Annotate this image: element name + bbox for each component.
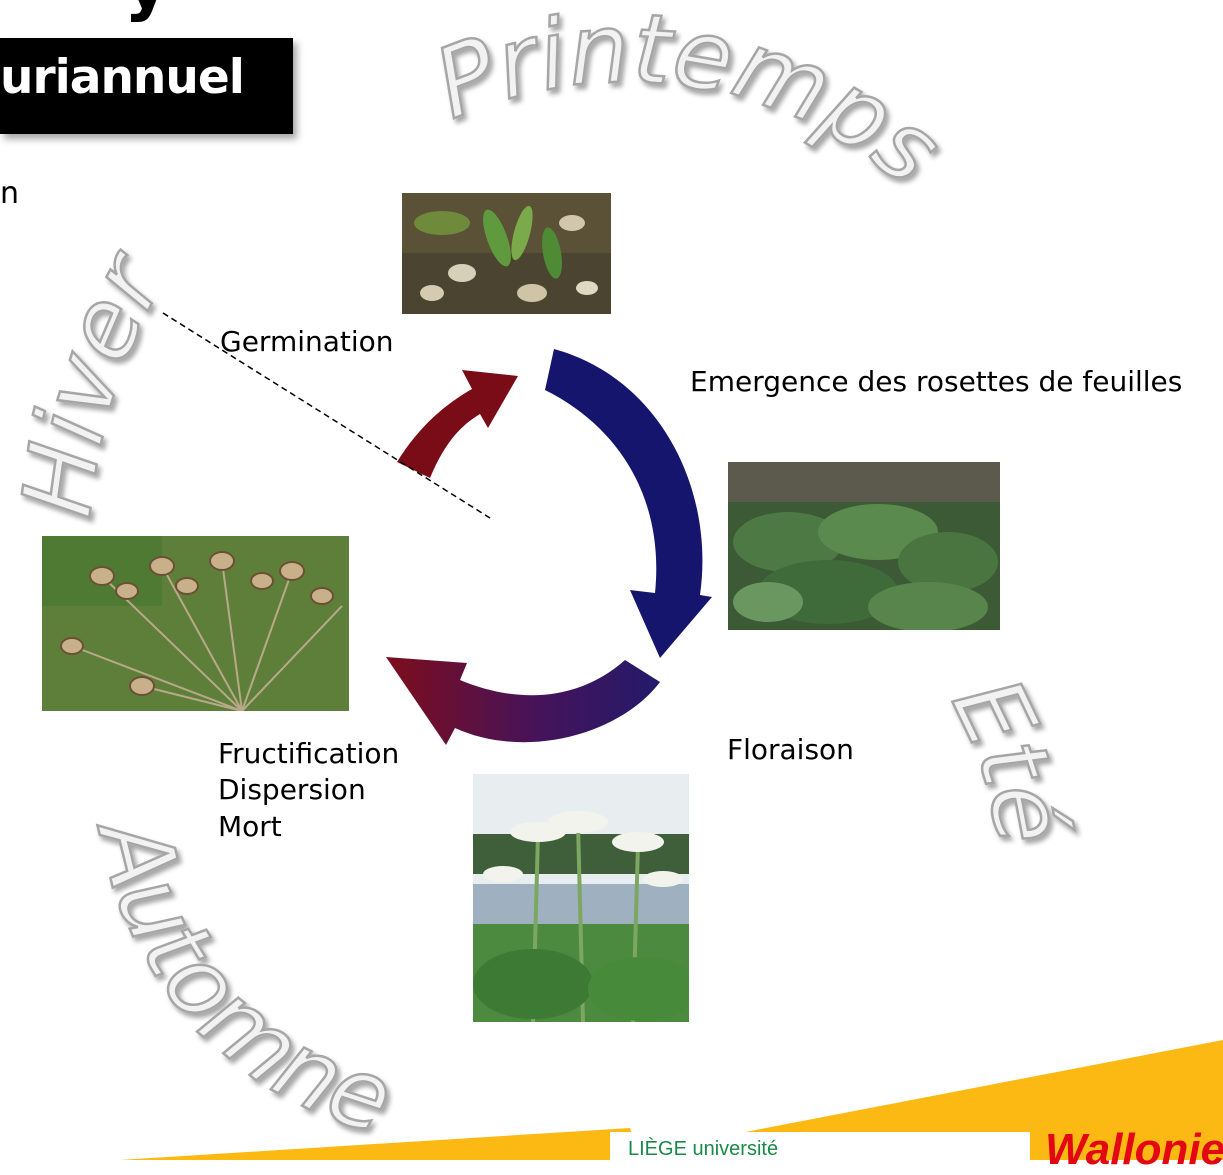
stage-germination: Germination — [220, 325, 394, 358]
stage-fructification: Fructification Dispersion Mort — [218, 736, 399, 845]
stage-death-label: Mort — [218, 809, 282, 843]
wallonie-logo: Wallonie — [1045, 1125, 1223, 1174]
season-label-autumn: Automne — [75, 803, 406, 1156]
season-label-summer: Eté — [930, 661, 1087, 852]
cycle-arrow-red — [397, 370, 518, 478]
flowering-photo — [473, 774, 689, 1022]
side-text-fragment: n — [0, 176, 20, 211]
liege-university-logo: LIÈGE université — [628, 1138, 779, 1160]
stage-dispersion-label: Dispersion — [218, 773, 366, 807]
stage-flowering: Floraison — [727, 733, 854, 766]
cycle-arrow-blue — [545, 349, 712, 658]
footer-white-strip — [610, 1132, 1030, 1160]
seed-head-photo — [42, 536, 349, 711]
rosette-photo — [728, 462, 1000, 630]
germination-photo — [402, 193, 611, 314]
stage-fructification-label: Fructification — [218, 737, 400, 770]
season-label-winter: Hiver — [1, 232, 188, 523]
title-banner: uriannuel — [0, 38, 293, 134]
banner-text: uriannuel — [0, 50, 245, 105]
cycle-arrow-autumn — [386, 657, 660, 745]
footer-yellow-band-left — [120, 1128, 640, 1160]
footer-yellow-band — [600, 1040, 1223, 1160]
season-label-spring: Printemps — [420, 0, 962, 206]
stage-emergence: Emergence des rosettes de feuilles — [690, 365, 1183, 398]
germination-pointer-line — [162, 312, 491, 519]
